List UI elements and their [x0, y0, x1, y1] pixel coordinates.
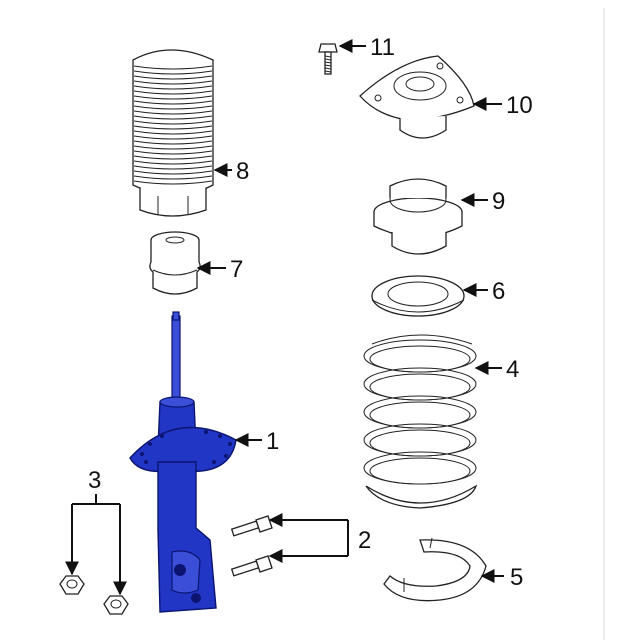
- callout-7: 7: [230, 256, 243, 283]
- callout-11: 11: [370, 34, 395, 61]
- callout-labels: 1 2 3 4 5 6 7 8 9 10 11: [88, 34, 533, 591]
- part-3-strut-nuts: [59, 575, 129, 615]
- callout-10: 10: [506, 92, 533, 119]
- callout-2: 2: [358, 527, 371, 554]
- part-2-strut-bolts: [230, 515, 273, 577]
- callout-6: 6: [492, 278, 505, 305]
- part-9-spring-seat-bearing: [373, 178, 463, 255]
- part-8-dust-boot: [132, 49, 214, 217]
- part-6-spring-isolator: [371, 275, 465, 317]
- callout-8: 8: [236, 158, 249, 185]
- part-7-bump-stop: [149, 231, 201, 295]
- part-11-mount-bolt: [318, 43, 338, 75]
- part-4-coil-spring: [363, 334, 478, 509]
- part-5-lower-spring-isolator: [383, 537, 487, 602]
- callout-1: 1: [266, 428, 279, 455]
- part-10-upper-mount: [359, 55, 475, 139]
- callout-5: 5: [510, 564, 523, 591]
- leader-lines: [65, 39, 504, 596]
- part-1-strut-assembly: [129, 311, 237, 613]
- callout-3: 3: [88, 467, 101, 494]
- callout-9: 9: [492, 188, 505, 215]
- callout-4: 4: [506, 356, 519, 383]
